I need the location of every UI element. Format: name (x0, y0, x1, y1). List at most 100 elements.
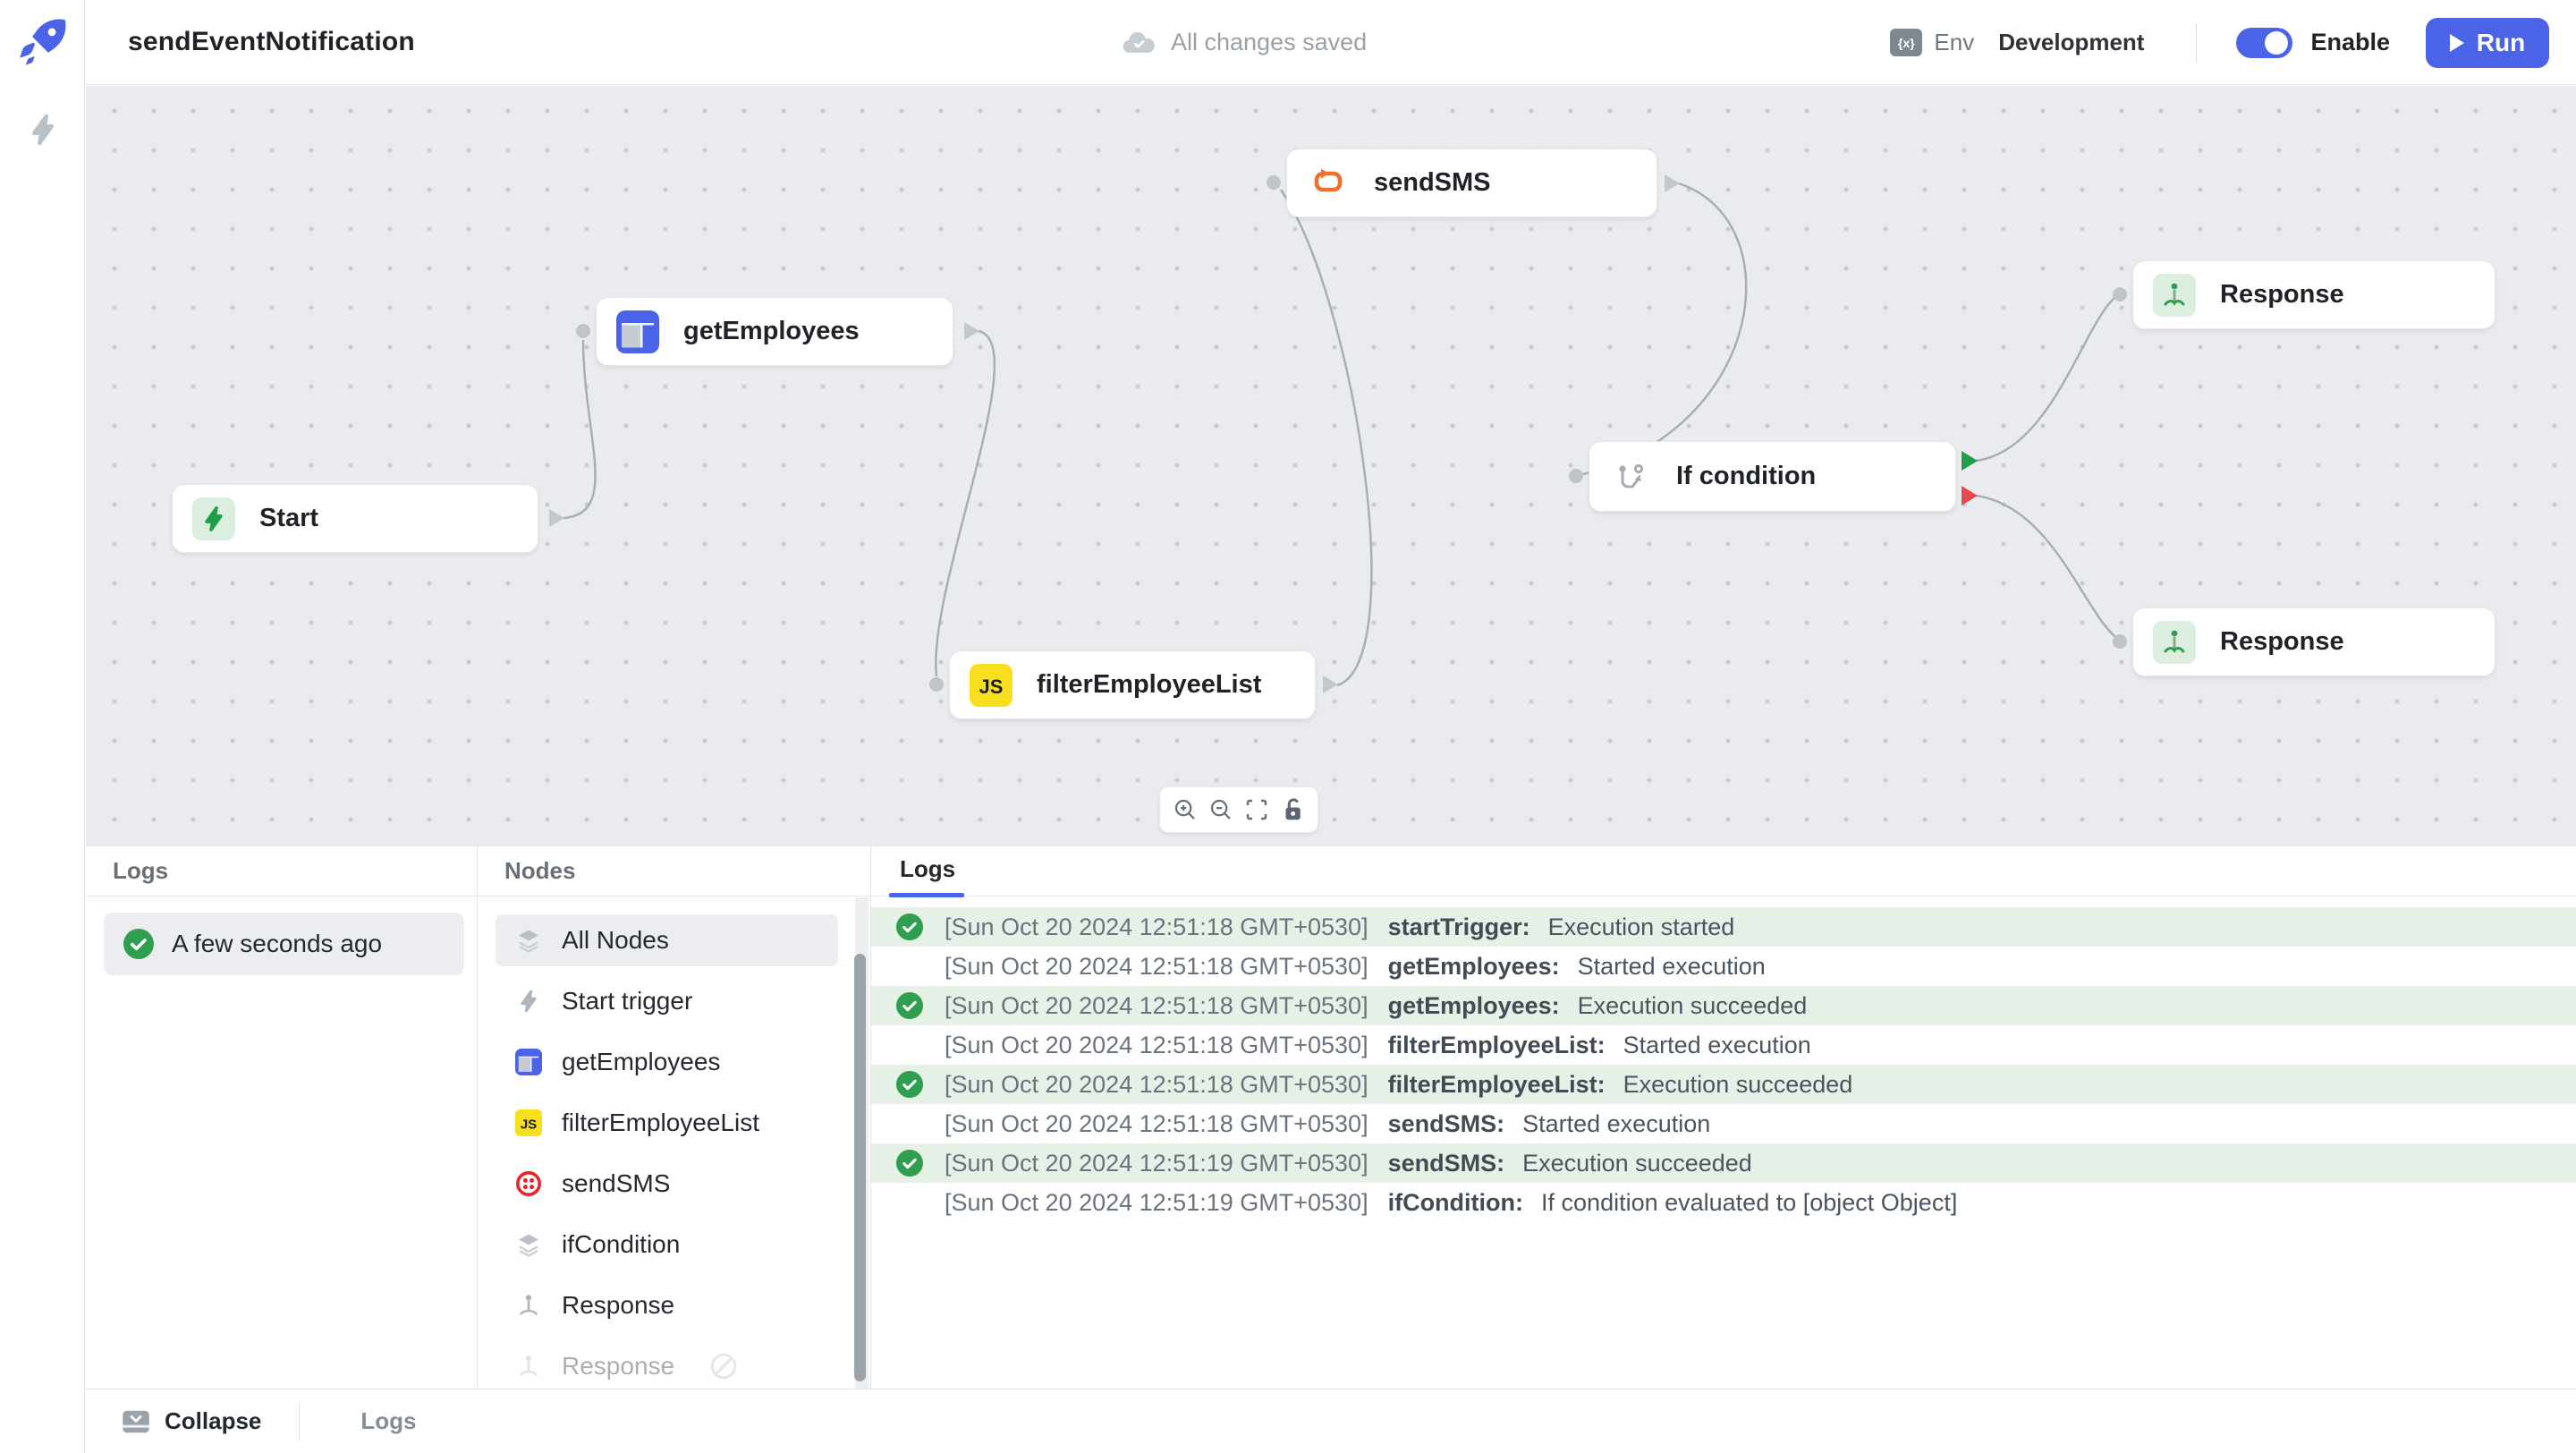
log-rows: [Sun Oct 20 2024 12:51:18 GMT+0530] star… (871, 896, 2576, 1222)
env-icon: {x} (1890, 29, 1923, 56)
logs-column: Logs [Sun Oct 20 2024 12:51:18 GMT+0530]… (871, 846, 2576, 1389)
log-timestamp: [Sun Oct 20 2024 12:51:18 GMT+0530] (945, 1031, 1368, 1058)
log-row[interactable]: [Sun Oct 20 2024 12:51:18 GMT+0530] star… (871, 907, 2576, 947)
runs-list: A few seconds ago (86, 896, 477, 975)
trigger-bolt-icon[interactable] (24, 109, 62, 150)
api-loop-icon (1307, 162, 1350, 205)
log-timestamp: [Sun Oct 20 2024 12:51:19 GMT+0530] (945, 1149, 1368, 1177)
nodes-list-item[interactable]: JS ifCondition (496, 1219, 838, 1270)
js-icon: JS (970, 663, 1013, 707)
footer-logs-tab[interactable]: Logs (360, 1407, 417, 1434)
svg-text:JS: JS (979, 676, 1004, 698)
response-icon (2153, 620, 2196, 664)
log-message: Started execution (1522, 1109, 1711, 1137)
nodes-list-item-label: Response (562, 1291, 675, 1319)
node-response-2[interactable]: Response (2132, 608, 2496, 676)
svg-text:JS: JS (521, 1117, 537, 1132)
collapse-button[interactable]: Collapse (122, 1407, 261, 1435)
table-query-icon (616, 310, 659, 353)
active-tab-underline (889, 893, 964, 897)
enable-toggle[interactable] (2236, 27, 2293, 58)
log-row[interactable]: [Sun Oct 20 2024 12:51:19 GMT+0530] ifCo… (871, 1183, 2576, 1222)
node-label: Response (2220, 280, 2344, 309)
nodes-list-item[interactable]: JS getEmployees (496, 1036, 838, 1088)
nodes-list-item[interactable]: JS All Nodes (496, 914, 838, 966)
node-ifcondition[interactable]: If condition (1589, 441, 1956, 512)
nodes-panel-title: Nodes (478, 846, 870, 896)
node-label: If condition (1676, 462, 1817, 490)
env-value: Development (1998, 29, 2145, 55)
log-node-name: filterEmployeeList: (1387, 1031, 1606, 1058)
zoom-out-button[interactable] (1206, 794, 1236, 825)
env-label: Env (1934, 29, 1975, 55)
node-label: Response (2220, 627, 2344, 656)
log-timestamp: [Sun Oct 20 2024 12:51:18 GMT+0530] (945, 913, 1368, 940)
js-icon: JS (515, 1109, 542, 1136)
nodes-scrollbar-track[interactable] (854, 897, 869, 1389)
log-node-name: ifCondition: (1387, 1188, 1524, 1216)
node-response-1[interactable]: Response (2132, 260, 2496, 329)
workflow-edges (549, 174, 2127, 693)
header-actions: {x} Env Development Enable Run (1890, 0, 2549, 85)
footer-bar: Collapse Logs (86, 1389, 2576, 1453)
log-message: Started execution (1577, 952, 1766, 980)
node-start[interactable]: Start (172, 484, 538, 553)
lock-button[interactable] (1277, 794, 1308, 825)
save-status: All changes saved (1121, 0, 1367, 85)
app-logo-rocket-icon[interactable] (15, 14, 71, 70)
log-row[interactable]: [Sun Oct 20 2024 12:51:18 GMT+0530] send… (871, 1104, 2576, 1143)
log-message: Execution started (1547, 913, 1735, 940)
success-check-icon (896, 1071, 923, 1098)
log-timestamp: [Sun Oct 20 2024 12:51:18 GMT+0530] (945, 1070, 1368, 1098)
log-node-name: startTrigger: (1387, 913, 1530, 940)
enable-label: Enable (2310, 29, 2390, 55)
header: sendEventNotification All changes saved … (20, 0, 2576, 85)
log-node-name: getEmployees: (1387, 952, 1560, 980)
response-icon (515, 1353, 542, 1380)
node-filteremployeelist[interactable]: JS filterEmployeeList (949, 650, 1316, 719)
run-button-label: Run (2476, 28, 2526, 56)
nodes-list-item-label: sendSMS (562, 1169, 671, 1197)
zoom-in-button[interactable] (1170, 794, 1200, 825)
success-check-icon (123, 929, 154, 959)
run-button[interactable]: Run (2426, 17, 2549, 68)
log-timestamp: [Sun Oct 20 2024 12:51:18 GMT+0530] (945, 952, 1368, 980)
log-row[interactable]: [Sun Oct 20 2024 12:51:19 GMT+0530] send… (871, 1143, 2576, 1183)
if-true-port (1962, 451, 1978, 471)
runs-column: Logs A few seconds ago (86, 846, 478, 1389)
success-check-icon (896, 992, 923, 1019)
run-history-item[interactable]: A few seconds ago (104, 913, 464, 975)
nodes-list-item[interactable]: JS filterEmployeeList (496, 1097, 838, 1149)
success-check-icon (896, 1150, 923, 1177)
edge-if-true-response1 (1975, 293, 2119, 463)
workflow-title: sendEventNotification (128, 27, 415, 56)
workflow-canvas[interactable]: Start getEmployees sendSMS JS filterEmpl… (86, 86, 2576, 845)
log-row[interactable]: [Sun Oct 20 2024 12:51:18 GMT+0530] getE… (871, 986, 2576, 1025)
fit-view-button[interactable] (1241, 794, 1272, 825)
save-status-text: All changes saved (1171, 29, 1368, 55)
log-message: If condition evaluated to [object Object… (1541, 1188, 1958, 1216)
nodes-list-item-label: All Nodes (562, 926, 669, 954)
log-timestamp: [Sun Oct 20 2024 12:51:19 GMT+0530] (945, 1188, 1368, 1216)
twilio-icon (515, 1170, 542, 1197)
node-getemployees[interactable]: getEmployees (596, 297, 953, 366)
nodes-panel-list: JS All Nodes JS Start trigger JS getEmpl… (478, 896, 870, 1389)
log-row[interactable]: [Sun Oct 20 2024 12:51:18 GMT+0530] filt… (871, 1025, 2576, 1065)
node-sendsms[interactable]: sendSMS (1286, 149, 1657, 217)
nodes-scrollbar-thumb[interactable] (854, 954, 866, 1381)
table-query-icon (515, 1049, 542, 1075)
log-row[interactable]: [Sun Oct 20 2024 12:51:18 GMT+0530] getE… (871, 947, 2576, 986)
node-label: sendSMS (1374, 168, 1491, 197)
tab-logs[interactable]: Logs (900, 855, 956, 882)
nodes-list-item[interactable]: JS Start trigger (496, 975, 838, 1027)
nodes-list-item-label: getEmployees (562, 1048, 721, 1075)
canvas-zoom-toolbar (1159, 786, 1318, 833)
nodes-list-item[interactable]: JS sendSMS (496, 1158, 838, 1210)
log-row[interactable]: [Sun Oct 20 2024 12:51:18 GMT+0530] filt… (871, 1065, 2576, 1104)
edge-sendsms-ifcondition (1582, 182, 1748, 476)
nodes-list-item[interactable]: JS Response (496, 1279, 838, 1331)
environment-selector[interactable]: {x} Env Development (1890, 29, 2144, 56)
toggle-knob (2265, 30, 2289, 55)
nodes-list-item[interactable]: JS Response (496, 1340, 838, 1389)
